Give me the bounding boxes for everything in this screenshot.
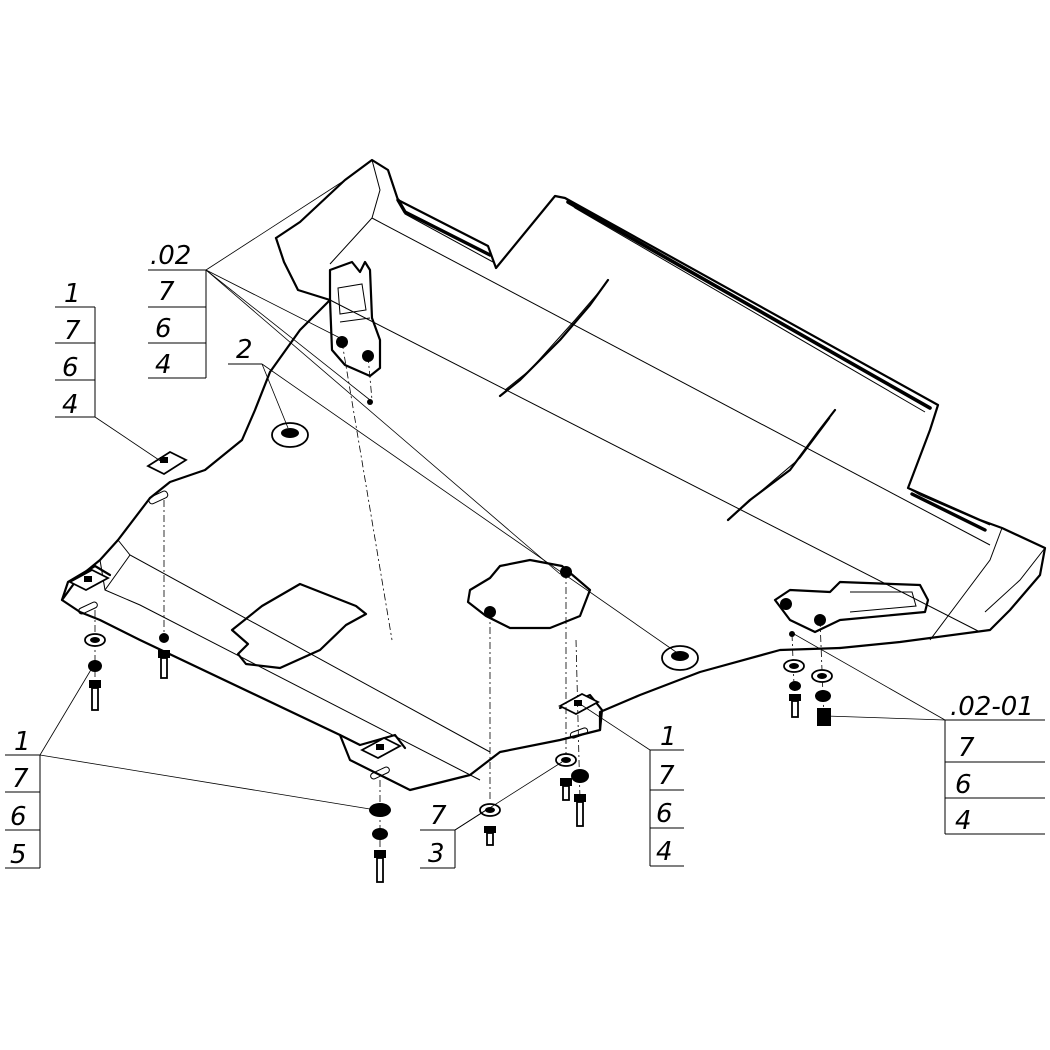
mount-hole	[367, 399, 373, 405]
bushing-left	[271, 422, 309, 448]
clip-nut-top-left	[146, 450, 188, 476]
callout-text: 7	[430, 801, 447, 831]
callout-text: 6	[62, 353, 79, 383]
callout-text: 1	[64, 279, 81, 309]
fastener-stack-left	[84, 633, 106, 711]
fastener-stack-bottom	[369, 803, 391, 883]
callout-text: 4	[955, 806, 972, 836]
clip-nut-right	[558, 692, 600, 716]
callout-text: 7	[958, 733, 975, 763]
fastener-stack-right	[783, 659, 833, 726]
bushing-right	[661, 645, 699, 671]
callout-text: 6	[155, 314, 172, 344]
callout-text: 7	[12, 764, 29, 794]
callout-bottom-right-center: 1 7 6 4	[649, 722, 684, 867]
callout-text: 2	[236, 335, 253, 365]
bracket-right	[773, 580, 930, 634]
callout-text: 6	[10, 802, 27, 832]
bracket-left	[328, 260, 382, 378]
callout-top-center: .02 7 6 4	[148, 241, 207, 380]
callout-text: 7	[658, 761, 675, 791]
clip-nut-left	[68, 568, 110, 592]
fastener-stack-left-2	[158, 650, 170, 679]
skid-plate	[60, 158, 1047, 792]
fastener-stack-center-right	[555, 753, 589, 827]
callout-bottom-left: 1 7 6 5	[5, 727, 41, 870]
assembly-axis-lines	[94, 341, 825, 880]
callout-part-2: 2	[228, 335, 262, 365]
callout-text: 1	[14, 727, 31, 757]
callout-text: 3	[428, 839, 445, 869]
callout-bottom-center: 7 3	[420, 801, 456, 869]
callout-text: 5	[10, 840, 27, 870]
callout-text: 1	[660, 722, 677, 752]
callout-text: 4	[656, 837, 673, 867]
callout-text: 4	[62, 390, 79, 420]
callout-text: .02	[150, 241, 191, 271]
callout-right: .02-01 7 6 4	[944, 692, 1045, 836]
callout-top-left: 1 7 6 4	[55, 279, 96, 420]
callout-text: 7	[158, 277, 175, 307]
callout-text: 7	[64, 316, 81, 346]
callout-text: 4	[155, 350, 172, 380]
callout-text: .02-01	[950, 692, 1034, 722]
fastener-stack-center	[479, 803, 501, 846]
clip-nut-bottom	[360, 736, 402, 760]
leader-lines	[39, 179, 946, 831]
callout-text: 6	[656, 799, 673, 829]
callout-text: 6	[955, 770, 972, 800]
